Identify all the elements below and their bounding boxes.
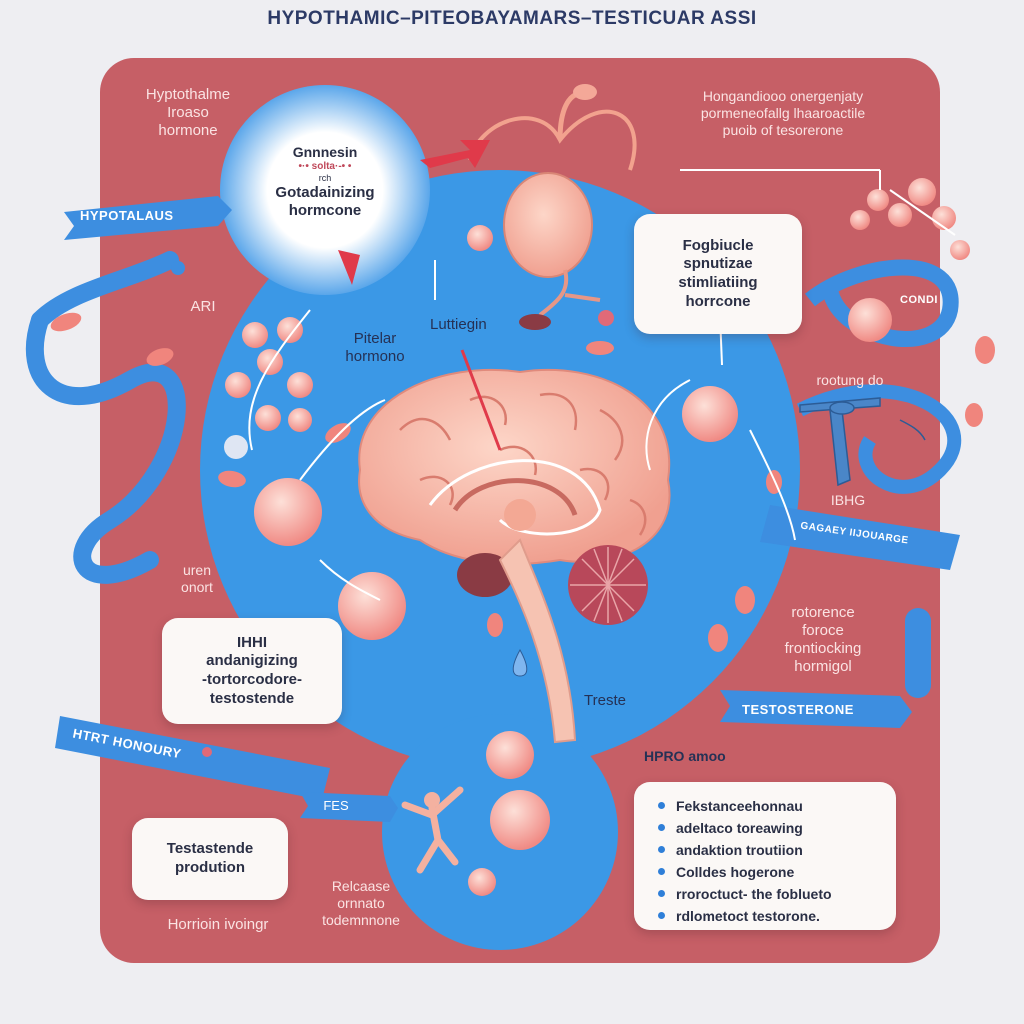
ribbon-right-mid [796,384,962,494]
ihhl-line-2: andanigizing [206,652,298,670]
bullet-dot-icon [658,846,665,853]
bullet-text: rdlometoct testorone. [676,908,820,924]
summary-bullet-list: Fekstanceehonnau adeltaco toreawing anda… [658,798,882,924]
fsh-line-2: spnutizae [683,255,753,273]
page-title: HYPOTHAMIC–PITEOBAYAMARS–TESTICUAR ASSI [267,8,757,29]
release-block-label: Relcaase ornnato todemnnone [296,878,426,928]
treste-label: Treste [584,692,626,709]
hypothalamus-release-label: Hyptothalme Iroaso hormone [108,86,268,140]
hypothalamus-release-line-1: Hyptothalme [145,86,231,103]
bullet-dot-icon [658,912,665,919]
pituitary-illustration [468,84,637,330]
testosterone-production-line-1: Testastende [166,840,254,858]
gnrh-line-2: •·• solta·-• • [298,160,352,172]
bullet-text: rroroctuct- the foblueto [676,886,832,902]
top-right-note-line-2: pormeneofallg lhaaroactile [700,104,866,121]
ribbon-htrt [55,716,330,800]
red-arrow-mid [460,349,502,451]
ribbon-left [25,251,186,584]
red-arrow-left [338,250,360,285]
ribbon-fes [300,792,398,822]
uren-onort-line-2: onort [181,578,213,595]
top-right-note: Hongandiooo onergenjaty pormeneofallg lh… [648,88,918,138]
bullet-dot-icon [658,824,665,831]
release-line-1: Relcaase [331,878,391,894]
gnrh-line-5: hormcone [288,201,362,219]
pin-icon-ball [224,435,248,459]
rotorence-line-4: hormigol [794,658,852,675]
ihhl-line-4: testostende [209,689,295,707]
ribbon-testosterone [720,690,912,728]
uren-onort-line-1: uren [182,562,212,578]
ribbon-hypotalaus [64,196,232,240]
arrow-icon-right-top [889,189,956,236]
gnrh-line-1: Gnnnesin [292,144,358,160]
human-figure-icon [401,786,464,874]
rotorence-line-3: frontiocking [784,640,862,657]
hypothalamus-release-line-2: Iroaso [167,104,209,121]
ibhg-label: IBHG [830,492,866,508]
top-right-note-line-1: Hongandiooo onergenjaty [702,88,864,104]
horrioin-ivoingr-label: Horrioin ivoingr [167,916,269,933]
release-line-3: todemnnone [322,911,400,928]
testis-vessel-illustration [799,397,926,487]
ari-label: ARI [190,298,216,315]
release-line-2: ornnato [337,894,385,911]
pin-icon-bottom [202,747,212,757]
ribbon-label-testosterone: TESTOSTERONE [742,702,854,717]
bullet-text: adeltaco toreawing [676,820,803,836]
gnrh-line-3: rch [318,172,332,183]
hpro-amoo-label: HPRO amoo [644,748,726,764]
testosterone-production-line-2: prodution [175,859,245,876]
fsh-line-1: Fogbiucle [682,236,754,254]
top-right-note-line-3: puoib of tesorerone [722,121,844,138]
gnrh-line-4: Gotadainizing [275,183,375,201]
bullet-dot-icon [658,802,665,809]
ihhl-line-1: IHHI [237,633,267,651]
fsh-line-3: stimliatiing [678,274,758,291]
rotorence-block-label: rotorence foroce frontiocking hormigol [738,604,908,676]
ribbon-right-tail [905,608,931,698]
brain-illustration [358,368,671,744]
fes-label: FES [323,798,349,813]
bullet-text: Colldes hogerone [676,864,795,880]
rootung-do-label: rootung do [816,372,884,388]
bullet-item: Fekstanceehonnau [658,798,882,814]
red-arrow-top [420,140,490,168]
bullet-dot-icon [658,890,665,897]
ihhl-line-3: -tortorcodore- [202,671,302,688]
gnrh-glow-circle [220,85,430,295]
hormone-cells [225,178,970,896]
fsh-card: Fogbiucle spnutizae stimliatiing horrcon… [634,214,802,334]
rotorence-line-1: rotorence [791,604,855,621]
uren-onort-label: uren onort [162,562,232,596]
ribbon-label-cond: CONDI [900,294,938,306]
luttiegin-label: Luttiegin [430,316,487,333]
bullet-item: adeltaco toreawing [658,820,882,836]
gnrh-label: Gnnnesin •·• solta·-• • rch Gotadainizin… [250,144,400,220]
hypothalamus-release-line-3: hormone [158,122,218,139]
ribbon-gagaty [760,505,960,570]
bullet-text: Fekstanceehonnau [676,798,803,814]
ihhl-card: IHHI andanigizing -tortorcodore- testost… [162,618,342,724]
summary-bullet-card: Fekstanceehonnau adeltaco toreawing anda… [634,782,896,930]
testosterone-production-card: Testastende prodution [132,818,288,900]
flow-arrows [248,169,881,601]
bullet-item: rroroctuct- the foblueto [658,886,882,902]
droplet-icon [512,648,528,677]
bullet-text: andaktion troutiion [676,842,803,858]
bullet-item: rdlometoct testorone. [658,908,882,924]
rotorence-line-2: foroce [802,622,844,639]
bullet-dot-icon [658,868,665,875]
pitelar-hormone-line-1: Pitelar [353,330,397,347]
pitelar-hormone-label: Pitelar hormono [320,330,430,366]
bullet-item: Colldes hogerone [658,864,882,880]
fsh-line-4: horrcone [685,292,751,310]
bullet-item: andaktion troutiion [658,842,882,858]
ribbon-label-hypotalaus: HYPOTALAUS [80,208,174,223]
pitelar-hormone-line-2: hormono [345,348,405,365]
pin-icon-left [171,261,185,275]
